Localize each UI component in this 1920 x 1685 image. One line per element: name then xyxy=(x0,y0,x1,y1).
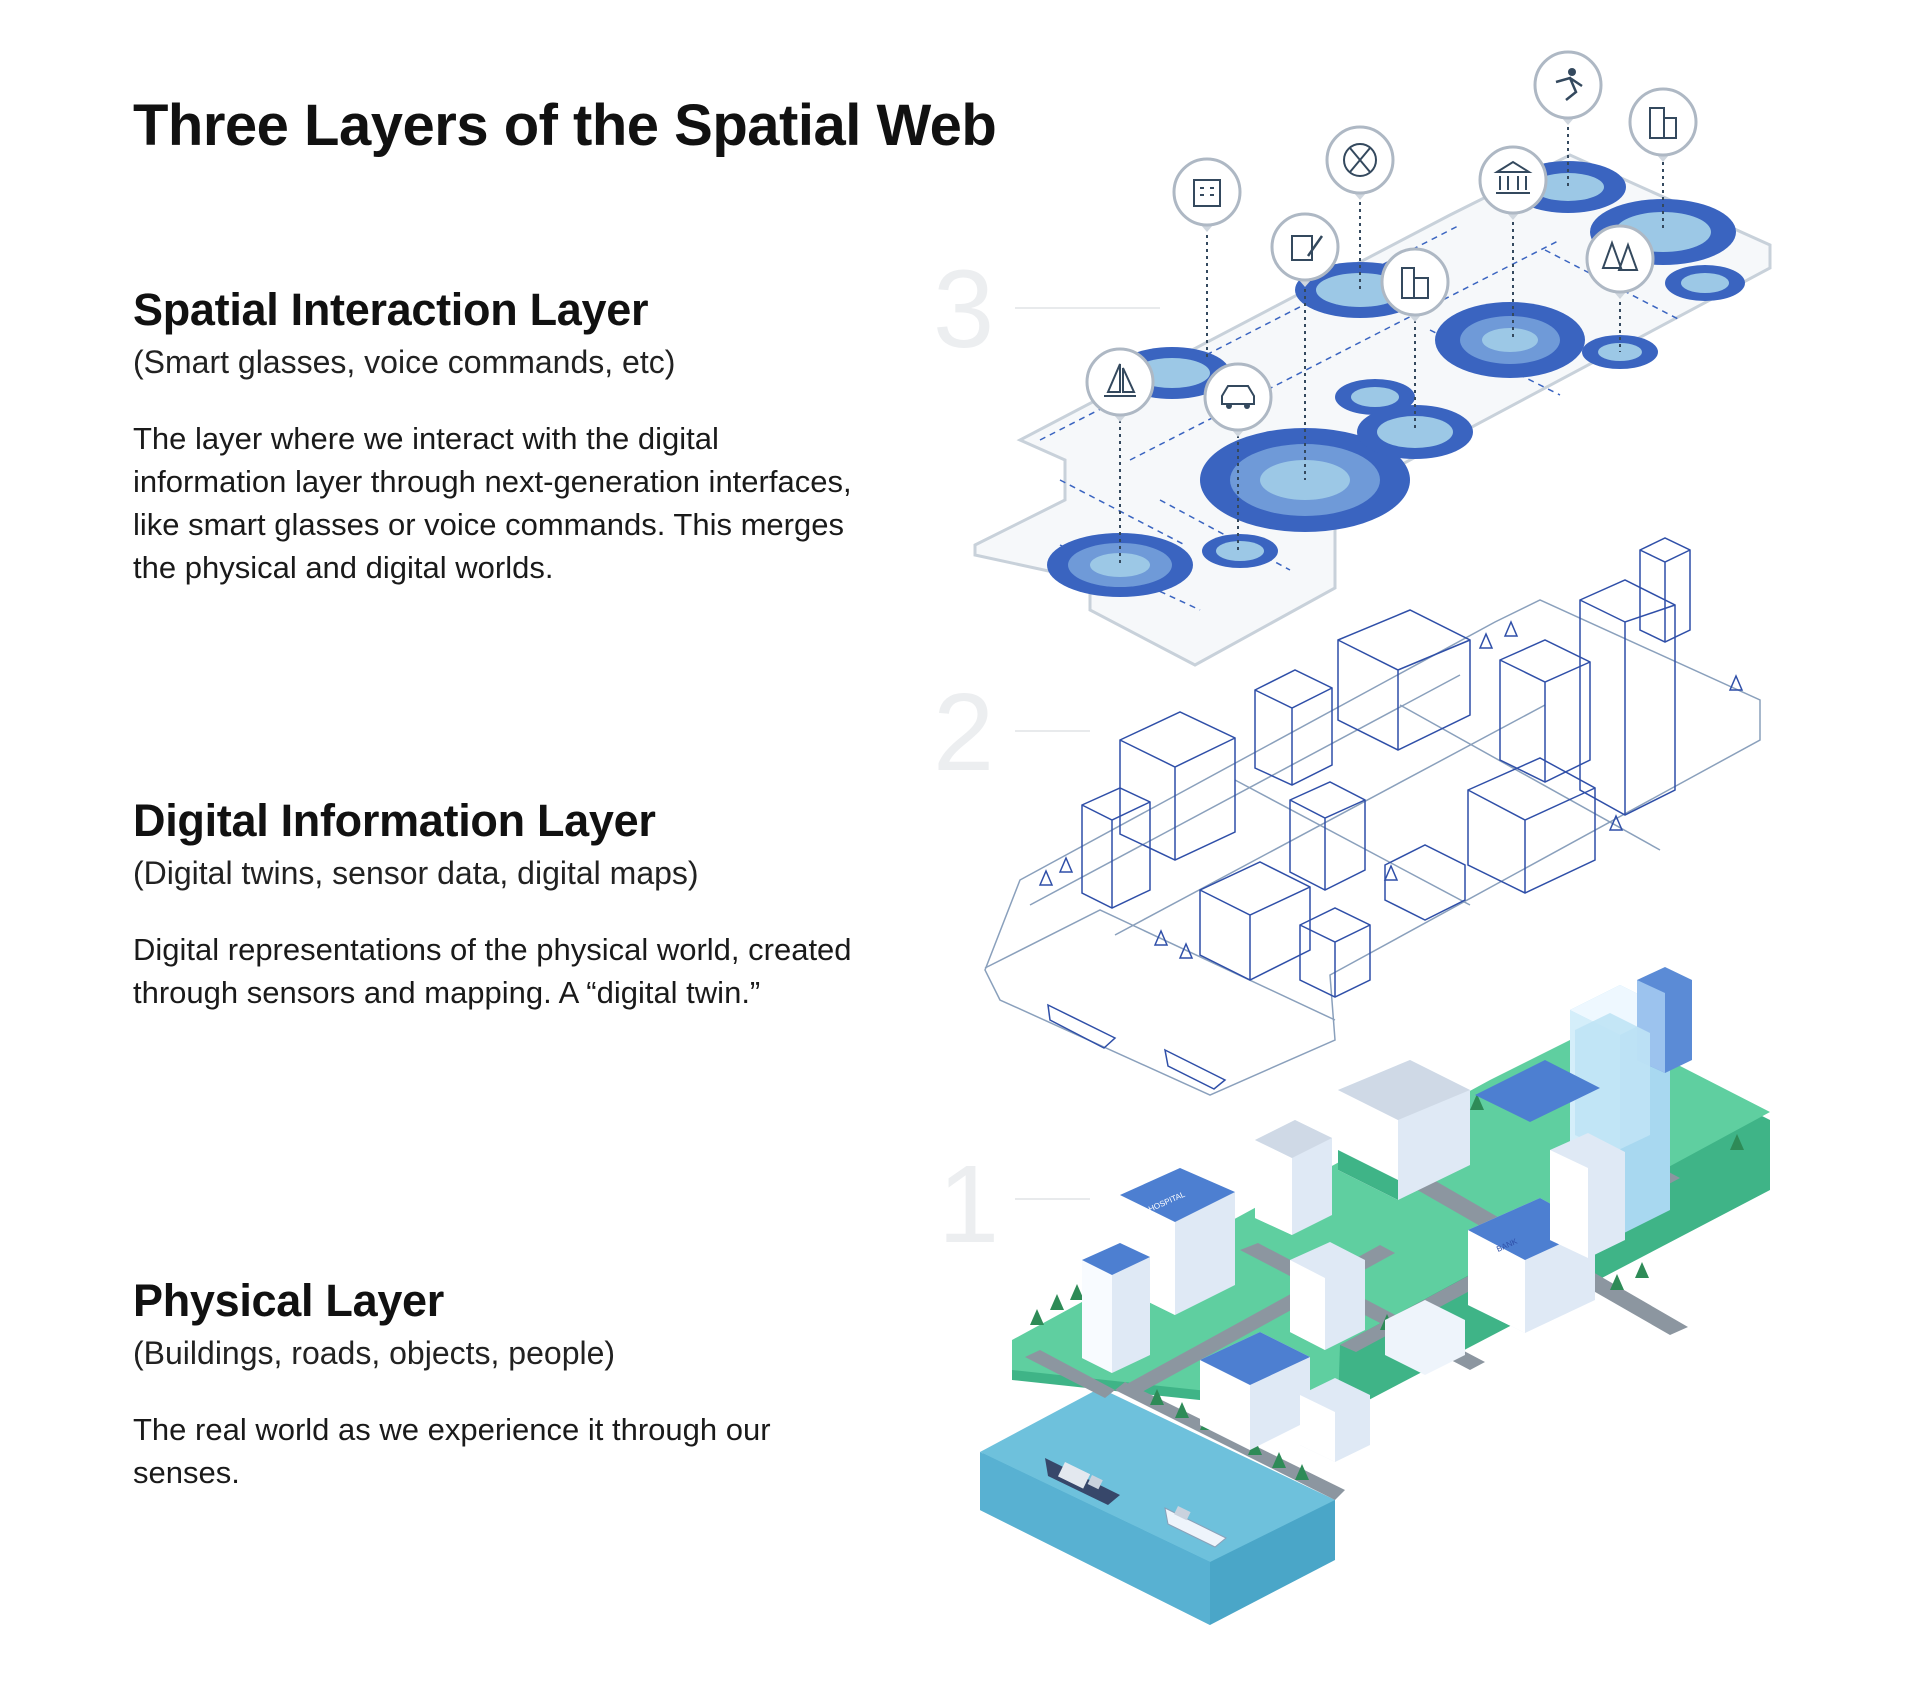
physical-buildings: HOSPITAL xyxy=(1082,967,1692,1462)
layer-heading: Physical Layer xyxy=(133,1275,444,1326)
school-grade-icon xyxy=(1270,212,1340,287)
apartment-icon xyxy=(1380,247,1450,322)
pin-stems xyxy=(1119,120,1664,565)
layer-number-3-leader xyxy=(1015,307,1160,309)
layer-heading: Digital Information Layer xyxy=(133,795,656,846)
layer-number-2: 2 xyxy=(933,671,995,794)
layer-number-2-leader xyxy=(1015,730,1090,732)
location-pins xyxy=(1085,50,1698,437)
layer-description: The layer where we interact with the dig… xyxy=(133,421,852,585)
container-ship xyxy=(1045,1458,1120,1505)
layer-number-1: 1 xyxy=(938,1143,1000,1266)
sailboat-icon xyxy=(1085,347,1155,422)
spatial-interaction-layer-text: Spatial Interaction Layer (Smart glasses… xyxy=(133,284,853,589)
restaurant-icon xyxy=(1325,125,1395,200)
physical-layer-illustration: HOSPITAL xyxy=(980,967,1770,1625)
data-hotspots xyxy=(1047,161,1745,597)
ferry-boat xyxy=(1164,1506,1227,1548)
bank-icon xyxy=(1478,145,1548,220)
layer-examples: (Digital twins, sensor data, digital map… xyxy=(133,855,699,891)
digital-information-layer-text: Digital Information Layer (Digital twins… xyxy=(133,795,853,1014)
forest-icon xyxy=(1585,224,1655,299)
office-building-icon xyxy=(1628,87,1698,162)
layer-description: Digital representations of the physical … xyxy=(133,932,852,1010)
layer-examples: (Smart glasses, voice commands, etc) xyxy=(133,344,676,380)
athlete-icon xyxy=(1533,50,1603,125)
layer-number-3: 3 xyxy=(933,248,995,371)
digital-information-layer-illustration xyxy=(984,537,1761,1096)
layer-examples: (Buildings, roads, objects, people) xyxy=(133,1335,616,1371)
physical-layer-text: Physical Layer (Buildings, roads, object… xyxy=(133,1275,853,1494)
layer-description: The real world as we experience it throu… xyxy=(133,1412,771,1490)
spatial-interaction-layer-illustration xyxy=(973,50,1772,667)
layer-number-1-leader xyxy=(1015,1198,1090,1200)
car-icon xyxy=(1203,362,1273,437)
page-title: Three Layers of the Spatial Web xyxy=(133,93,997,158)
hospital-icon xyxy=(1172,157,1242,232)
layer-heading: Spatial Interaction Layer xyxy=(133,284,649,335)
